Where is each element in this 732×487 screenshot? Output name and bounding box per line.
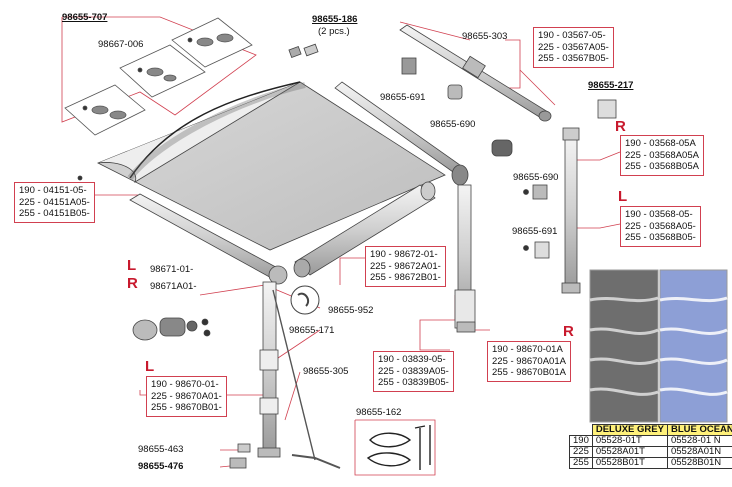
right-legs [454, 127, 581, 333]
label-98655-305: 98655-305 [303, 366, 349, 377]
row-grey: 05528A01T [591, 446, 668, 458]
end-cap-kits [64, 17, 253, 136]
box-03568-left: 190 - 03568-05-225 - 03568A05-255 - 0356… [620, 206, 701, 247]
row-grey: 05528B01T [591, 457, 668, 469]
end-cap-assembly [132, 317, 211, 341]
label-98655-186-note: (2 pcs.) [318, 26, 350, 37]
row-grey: 05528-01T [591, 435, 668, 447]
label-98655-186: 98655-186 [312, 14, 358, 25]
label-98655-463: 98655-463 [138, 444, 184, 455]
label-98655-691-top: 98655-691 [380, 92, 426, 103]
label-98655-217: 98655-217 [588, 80, 634, 91]
label-98671A01: 98671A01- [150, 281, 197, 292]
row-size: 255 [569, 457, 593, 469]
top-rail [399, 24, 552, 122]
row-size: 190 [569, 435, 593, 447]
tie-down-kit [366, 425, 431, 470]
roller-tube [293, 181, 436, 278]
label-98655-690-side: 98655-690 [513, 172, 559, 183]
detail-circle [290, 285, 320, 315]
table-row: 190 05528-01T 05528-01 N [569, 435, 732, 447]
box-03839: 190 - 03839-05-225 - 03839A05-255 - 0383… [373, 351, 454, 392]
marker-left-end: L [127, 257, 137, 274]
row-blue: 05528-01 N [666, 435, 732, 447]
marker-right-top: R [615, 118, 626, 135]
label-98667-006: 98667-006 [98, 39, 144, 50]
label-98655-171: 98655-171 [289, 325, 335, 336]
label-98655-707: 98655-707 [62, 12, 108, 23]
box-98672: 190 - 98672-01-225 - 98672A01-255 - 9867… [365, 246, 446, 287]
row-size: 225 [569, 446, 593, 458]
box-03567: 190 - 03567-05-225 - 03567A05-255 - 0356… [533, 27, 614, 68]
awning-canvas [97, 81, 446, 251]
front-bar [129, 193, 288, 285]
label-98655-952: 98655-952 [328, 305, 374, 316]
fabric-table: DELUXE GREY BLUE OCEAN 190 05528-01T 055… [569, 424, 732, 469]
label-98655-690-top: 98655-690 [430, 119, 476, 130]
label-98655-476: 98655-476 [138, 461, 184, 472]
marker-right-end: R [127, 275, 138, 292]
upper-arm [334, 81, 469, 186]
fabric-swatches [589, 269, 728, 423]
table-row: 255 05528B01T 05528B01N [569, 457, 732, 469]
header-blue-ocean: BLUE OCEAN [666, 424, 732, 436]
table-row: 225 05528A01T 05528A01N [569, 446, 732, 458]
marker-right-bottom: R [563, 323, 574, 340]
label-98655-162: 98655-162 [356, 407, 402, 418]
label-98671-01: 98671-01- [150, 264, 194, 275]
box-98670-left: 190 - 98670-01-225 - 98670A01-255 - 9867… [146, 376, 227, 417]
fabric-table-header: DELUXE GREY BLUE OCEAN [570, 424, 732, 436]
left-leg [257, 281, 341, 469]
marker-left-mid: L [618, 188, 628, 205]
row-blue: 05528A01N [666, 446, 732, 458]
box-04151: 190 - 04151-05-225 - 04151A05-255 - 0415… [14, 182, 95, 223]
marker-left-low: L [145, 358, 155, 375]
label-98655-303: 98655-303 [462, 31, 508, 42]
header-deluxe-grey: DELUXE GREY [591, 424, 668, 436]
label-98655-691-side: 98655-691 [512, 226, 558, 237]
small-parts [77, 43, 617, 469]
row-blue: 05528B01N [666, 457, 732, 469]
